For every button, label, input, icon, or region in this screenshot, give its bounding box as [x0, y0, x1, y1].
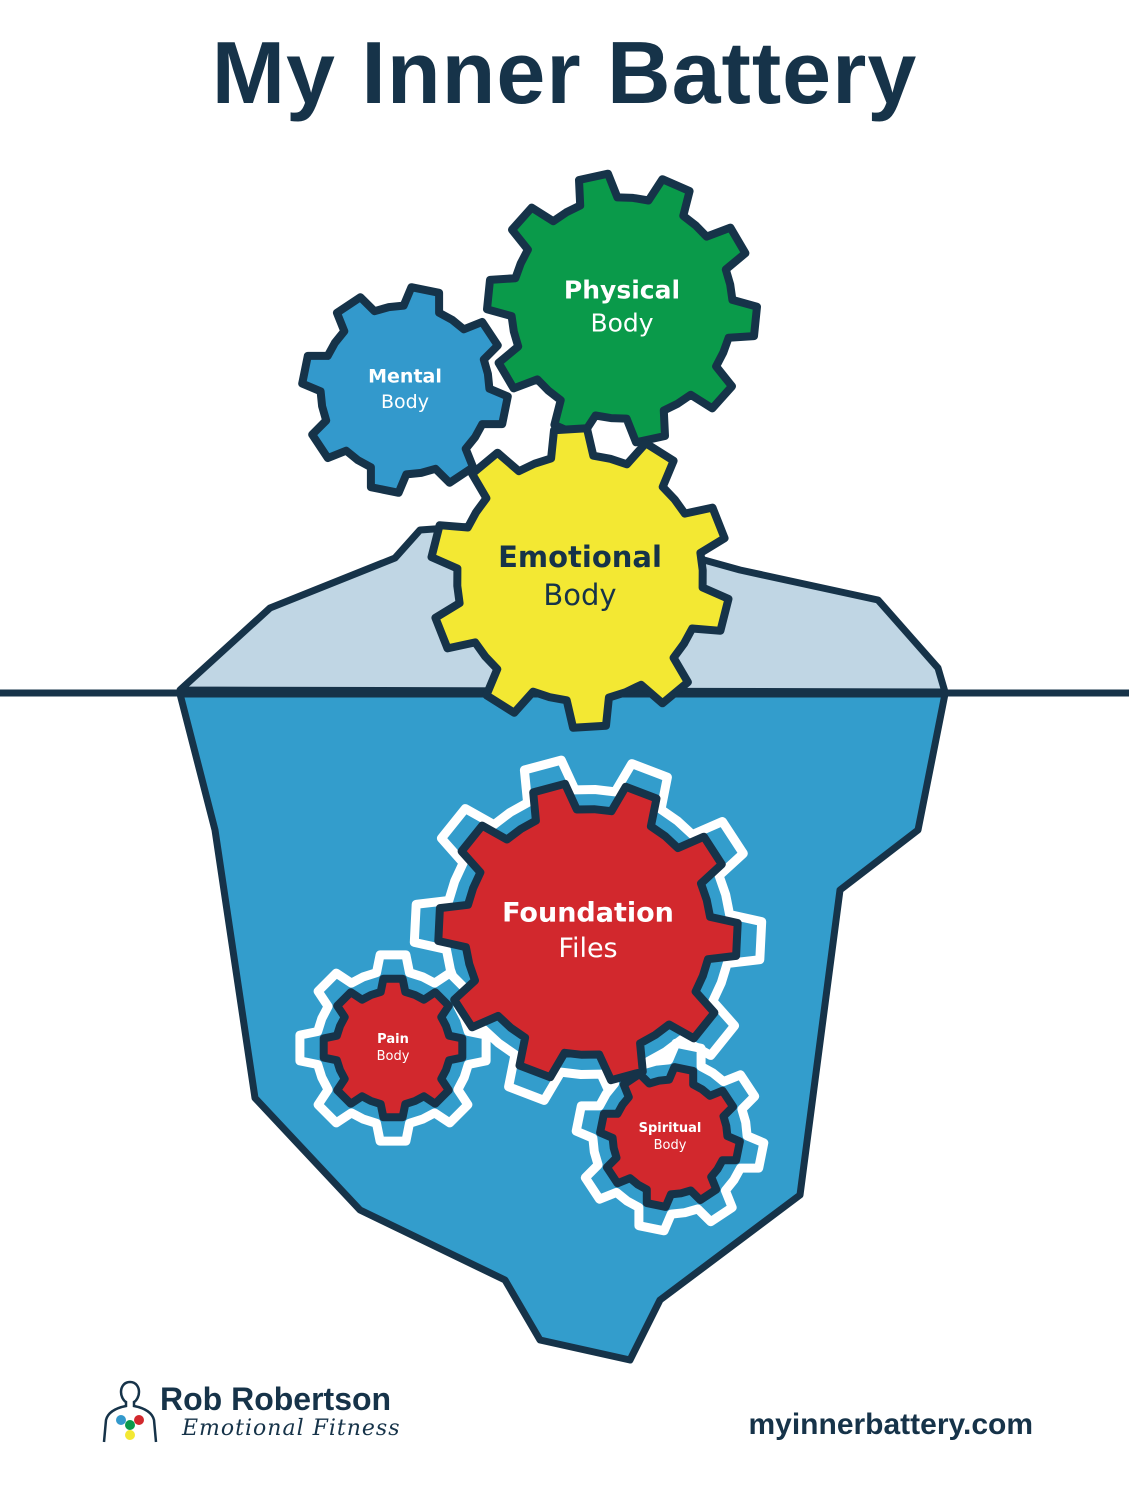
- pain-gear-shape: [319, 974, 467, 1122]
- page-title: My Inner Battery: [211, 23, 918, 122]
- emotional-gear-line1: Emotional: [498, 540, 662, 574]
- physical-gear-shape: [483, 169, 761, 447]
- foundation-gear-line1: Foundation: [502, 898, 674, 929]
- brand-logo: Rob Robertson Emotional Fitness: [100, 1378, 401, 1444]
- foundation-gear-line2: Files: [558, 933, 617, 964]
- person-logo-icon: [102, 1380, 158, 1443]
- pain-gear-line1: Pain: [377, 1032, 409, 1047]
- emotional-gear-line2: Body: [543, 578, 616, 612]
- emotional-gear-shape: [427, 424, 733, 732]
- brand-tagline: Emotional Fitness: [182, 1415, 401, 1441]
- website-link[interactable]: myinnerbattery.com: [748, 1408, 1033, 1441]
- spiritual-gear-shape: [596, 1063, 744, 1211]
- foundation-gear-shape: [434, 779, 742, 1085]
- mental-gear-line2: Body: [381, 391, 429, 413]
- physical-gear-line2: Body: [590, 308, 653, 337]
- pain-gear-line2: Body: [377, 1049, 410, 1064]
- spiritual-gear-line1: Spiritual: [639, 1121, 702, 1136]
- mental-gear-line1: Mental: [368, 366, 442, 388]
- mental-gear-shape: [298, 283, 512, 497]
- physical-gear-line1: Physical: [564, 275, 680, 304]
- spiritual-gear-line2: Body: [654, 1138, 687, 1153]
- brand-name: Rob Robertson: [160, 1380, 392, 1417]
